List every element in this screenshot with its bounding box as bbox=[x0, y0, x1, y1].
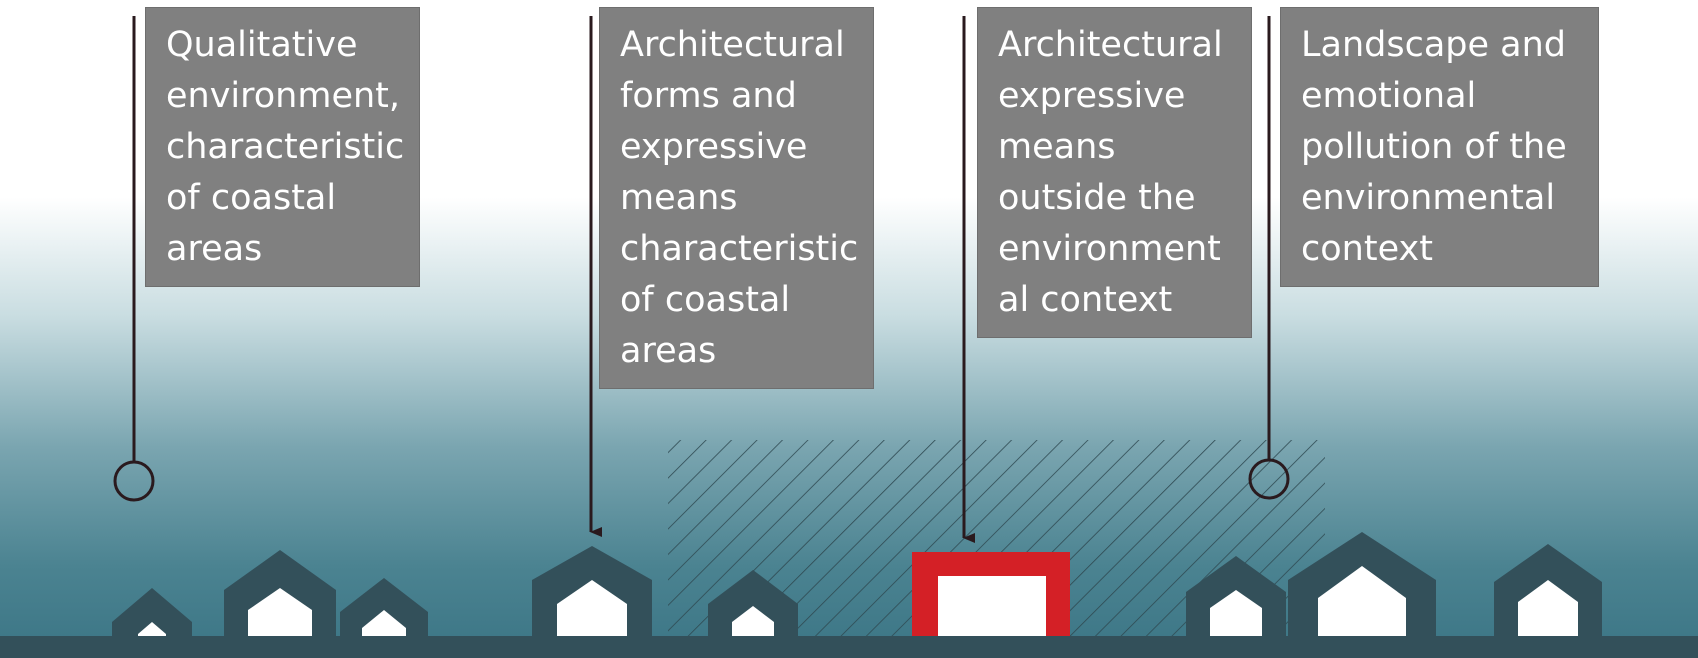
label-line: context bbox=[1301, 229, 1433, 269]
label-line: Architectural bbox=[620, 25, 845, 65]
label-line: of coastal bbox=[620, 280, 791, 320]
label-line: areas bbox=[166, 229, 263, 269]
ground-strip bbox=[0, 636, 1698, 658]
label-line: of coastal bbox=[166, 178, 337, 218]
label-line: means bbox=[620, 178, 738, 218]
label-line: means bbox=[998, 127, 1116, 167]
label-line: expressive bbox=[998, 76, 1186, 116]
label-line: expressive bbox=[620, 127, 808, 167]
label-line: environment bbox=[998, 229, 1221, 269]
label-line: forms and bbox=[620, 76, 797, 116]
pointers bbox=[113, 16, 1290, 543]
pointer-circle-4 bbox=[1248, 458, 1290, 500]
label-line: characteristic bbox=[166, 127, 405, 167]
label-line: outside the bbox=[998, 178, 1196, 218]
label-expressive-means-outside-context: Architectural expressive means outside t… bbox=[978, 8, 1251, 337]
label-line: characteristic bbox=[620, 229, 859, 269]
label-line: Qualitative bbox=[166, 25, 358, 65]
label-line: areas bbox=[620, 331, 717, 371]
label-landscape-emotional-pollution: Landscape and emotional pollution of the… bbox=[1281, 8, 1598, 286]
label-line: Landscape and bbox=[1301, 25, 1566, 65]
label-qualitative-environment: Qualitative environment, characteristic … bbox=[146, 8, 419, 286]
label-line: Architectural bbox=[998, 25, 1223, 65]
pointer-circle-1 bbox=[113, 460, 155, 502]
skyline bbox=[0, 532, 1698, 658]
label-line: environmental bbox=[1301, 178, 1556, 218]
label-line: environment, bbox=[166, 76, 401, 116]
label-line: pollution of the bbox=[1301, 127, 1567, 167]
label-line: emotional bbox=[1301, 76, 1477, 116]
label-architectural-forms: Architectural forms and expressive means… bbox=[600, 8, 873, 388]
label-line: al context bbox=[998, 280, 1173, 320]
